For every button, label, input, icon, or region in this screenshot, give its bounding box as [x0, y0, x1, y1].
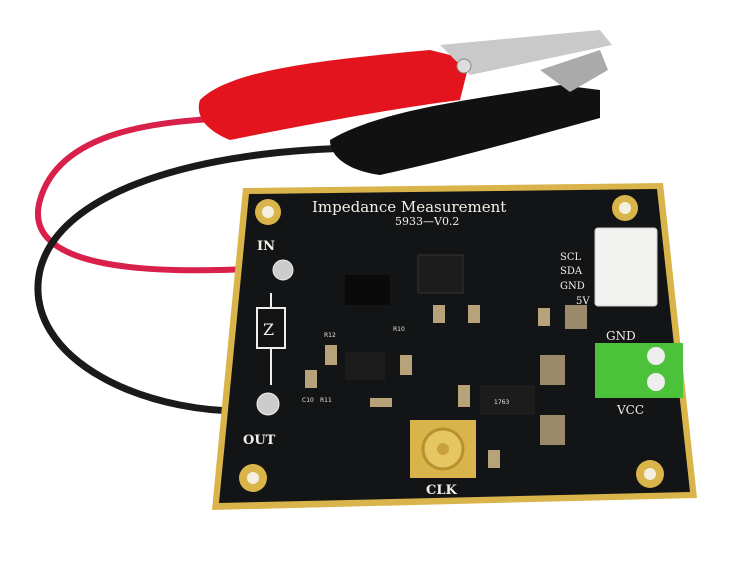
out-pad: [256, 392, 280, 416]
ic-u1: [480, 385, 535, 415]
clk-label: CLK: [426, 483, 457, 498]
in-pad: [272, 259, 294, 281]
gnd-label: GND: [560, 281, 585, 292]
red-wire: [35, 115, 271, 274]
jumper-header: [345, 275, 390, 305]
terminal-vcc-label: VCC: [616, 403, 644, 417]
5v-label: 5V: [576, 296, 590, 307]
screw-terminal: [595, 343, 683, 398]
ic-u2: [417, 254, 464, 294]
scl-label: SCL: [560, 252, 582, 263]
out-label: OUT: [243, 433, 276, 448]
ic-u3: [345, 352, 385, 380]
designator-c10: C10: [302, 397, 314, 404]
i2c-connector: [594, 227, 658, 307]
in-label: IN: [257, 239, 275, 254]
ic-marking: 1763: [494, 399, 509, 406]
z-label: Z: [263, 320, 274, 339]
designator-r12: R12: [324, 332, 336, 339]
black-alligator-clip: [330, 50, 608, 175]
mounting-holes: [239, 195, 664, 492]
sda-label: SDA: [560, 266, 583, 277]
black-wire: [34, 144, 361, 415]
clk-sma-connector: [410, 420, 476, 478]
designator-r11: R11: [320, 397, 332, 404]
designator-r10: R10: [393, 326, 405, 333]
board-version: 5933—V0.2: [395, 215, 459, 228]
smd-components: [305, 305, 587, 468]
terminal-gnd-label: GND: [606, 329, 636, 343]
board-title: Impedance Measurement: [312, 198, 506, 216]
red-alligator-clip: [198, 30, 612, 140]
